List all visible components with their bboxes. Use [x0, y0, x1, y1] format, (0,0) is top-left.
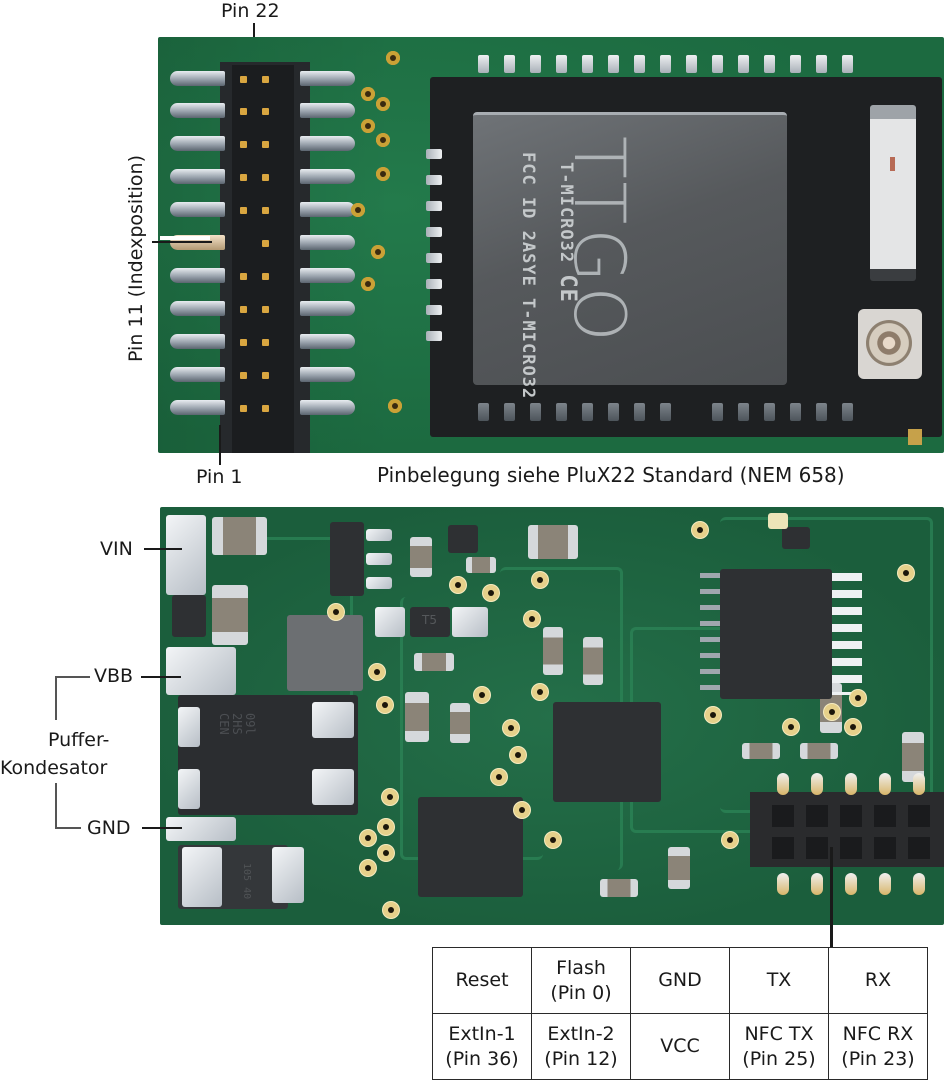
header-socket	[806, 837, 828, 859]
qfn-ic-middle	[553, 702, 661, 802]
header-socket	[840, 837, 862, 859]
table-cell-extin-1: ExtIn-1(Pin 36)	[432, 1013, 532, 1080]
vbb-leader	[141, 676, 181, 678]
header-row	[170, 365, 360, 384]
header-row	[170, 200, 360, 219]
module-model-text: T-MICRO32 CE	[555, 162, 580, 303]
header-socket	[772, 837, 794, 859]
rf-shield-can	[473, 112, 787, 385]
header-socket	[806, 805, 828, 827]
header-row	[170, 398, 360, 417]
table-cell-nfc-tx: NFC TX(Pin 25)	[729, 1013, 829, 1080]
header-core	[232, 65, 294, 453]
buffer-cap-marking: 09l 2HS CEN	[217, 713, 257, 735]
header-row	[170, 332, 360, 351]
inductor	[287, 615, 363, 691]
header-row	[170, 167, 360, 186]
plux22-header	[170, 37, 370, 453]
table-cell-nfc-rx: NFC RX(Pin 23)	[828, 1013, 928, 1080]
vbb-label: VBB	[94, 665, 134, 687]
tssop-ic-right	[720, 569, 832, 699]
vbb-pad	[166, 647, 236, 695]
table-cell-tx: TX	[729, 947, 829, 1014]
header-socket	[908, 837, 930, 859]
ce-mark: CE	[555, 274, 580, 303]
header-row	[170, 101, 360, 120]
table-cell-extin-2: ExtIn-2(Pin 12)	[531, 1013, 631, 1080]
qfn-ic-left	[418, 797, 523, 897]
vin-leader	[144, 548, 182, 550]
gnd-leader	[142, 827, 182, 829]
pin-1-leader	[219, 425, 221, 465]
puffer-bracket-bottom	[55, 783, 57, 827]
table-cell-rx: RX	[828, 947, 928, 1014]
gnd-label: GND	[87, 817, 131, 839]
top-pcb-photo: TTGO T-MICRO32 CE FCC ID 2ASYE T-MICRO32	[158, 37, 944, 453]
pin-22-label: Pin 22	[221, 0, 280, 22]
pin-11-leader	[152, 241, 212, 243]
header-row	[170, 69, 360, 88]
diode-marking: 105 40	[241, 863, 252, 900]
pin-1-label: Pin 1	[196, 466, 243, 488]
puffer-bracket-top	[55, 676, 90, 678]
pin-11-label: Pin 11 (Indexposition)	[125, 154, 147, 362]
table-cell-reset: Reset	[432, 947, 532, 1014]
header-leader	[830, 847, 833, 947]
test-pad	[908, 429, 922, 445]
table-row: ExtIn-1(Pin 36) ExtIn-2(Pin 12) VCC NFC …	[432, 1013, 928, 1080]
puffer-label-line1: Puffer-	[48, 729, 110, 751]
gnd-pad	[166, 817, 236, 841]
table-row: Reset Flash(Pin 0) GND TX RX	[432, 947, 928, 1014]
table-cell-gnd: GND	[630, 947, 730, 1014]
header-socket	[874, 805, 896, 827]
header-row	[170, 266, 360, 285]
vin-pad	[166, 515, 206, 595]
header-row	[170, 134, 360, 153]
module-cert-text: FCC ID 2ASYE T-MICRO32	[518, 152, 538, 400]
programming-header-pin-table: Reset Flash(Pin 0) GND TX RX ExtIn-1(Pin…	[432, 947, 928, 1080]
puffer-label-line2: Kondesator	[0, 757, 108, 779]
small-ic-t5	[410, 607, 450, 637]
table-cell-flash: Flash(Pin 0)	[531, 947, 631, 1014]
chip-antenna	[870, 105, 916, 281]
header-socket	[772, 805, 794, 827]
table-cell-vcc: VCC	[630, 1013, 730, 1080]
header-row	[170, 299, 360, 318]
header-socket	[840, 805, 862, 827]
pinout-caption: Pinbelegung siehe PluX22 Standard (NEM 6…	[377, 463, 845, 487]
header-socket	[874, 837, 896, 859]
header-socket	[908, 805, 930, 827]
vin-label: VIN	[100, 538, 133, 560]
bottom-pcb-photo: 09l 2HS CEN 105 40 T5	[160, 507, 944, 925]
